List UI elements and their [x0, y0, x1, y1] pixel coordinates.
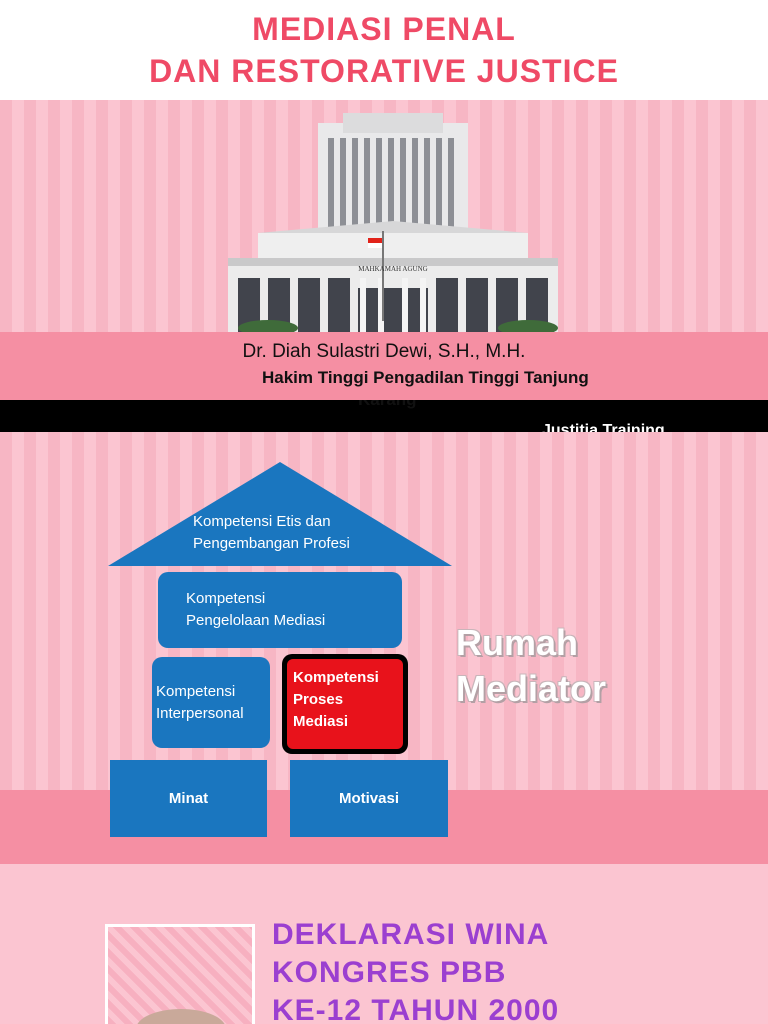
- box-pengelolaan-line-1: Kompetensi: [186, 590, 266, 607]
- building-sign-text: MAHKAMAH AGUNG: [358, 265, 427, 273]
- author-band: [0, 332, 768, 400]
- title-line-2: DAN RESTORATIVE JUSTICE: [149, 53, 619, 89]
- box-proses-line-1: Kompetensi: [293, 669, 379, 686]
- author-name: Dr. Diah Sulastri Dewi, S.H., M.H.: [242, 341, 526, 362]
- title-line-1: MEDIASI PENAL: [252, 11, 516, 47]
- box-proses-line-3: Mediasi: [293, 713, 349, 730]
- roof-label: Kompetensi Etis dan Pengembangan Profesi: [193, 511, 433, 555]
- box-pengelolaan-mediasi: Kompetensi Pengelolaan Mediasi: [158, 572, 402, 648]
- footer-text: Justitia Training: [542, 422, 665, 432]
- box-proses-inner: Kompetensi Proses Mediasi: [287, 659, 403, 749]
- box-proses-line-2: Proses: [293, 691, 344, 708]
- deklarasi-line-3: KE-12 TAHUN 2000: [272, 994, 560, 1024]
- roof-triangle: [108, 462, 452, 566]
- box-minat: Minat: [110, 760, 267, 837]
- author-role-continued: Karang: [358, 400, 417, 410]
- footer-bar: Karang Justitia Training: [0, 400, 768, 432]
- box-proses-mediasi: Kompetensi Proses Mediasi: [282, 654, 408, 754]
- box-motivasi: Motivasi: [290, 760, 448, 837]
- box-interpersonal: Kompetensi Interpersonal: [152, 657, 270, 748]
- photo-frame: [105, 924, 255, 1024]
- deklarasi-line-2: KONGRES PBB: [272, 956, 507, 989]
- box-pengelolaan-line-2: Pengelolaan Mediasi: [186, 612, 326, 629]
- deklarasi-line-1: DEKLARASI WINA: [272, 918, 550, 951]
- author-role: Hakim Tinggi Pengadilan Tinggi Tanjung: [262, 368, 589, 387]
- box-interpersonal-line-1: Kompetensi: [156, 683, 236, 700]
- box-interpersonal-line-2: Interpersonal: [156, 705, 244, 722]
- slide-deklarasi-wina: DEKLARASI WINA KONGRES PBB KE-12 TAHUN 2…: [0, 864, 768, 1024]
- slide-title: MEDIASI PENAL DAN RESTORATIVE JUSTICE: [0, 0, 768, 432]
- mahkamah-agung-building-image: MAHKAMAH AGUNG: [228, 113, 558, 333]
- slide-title-heading: MEDIASI PENAL DAN RESTORATIVE JUSTICE: [0, 8, 768, 92]
- heading-mediator: Mediator: [456, 668, 607, 709]
- roof-label-line-1: Kompetensi Etis dan: [193, 513, 331, 530]
- roof-label-line-2: Pengembangan Profesi: [193, 535, 350, 552]
- heading-rumah: Rumah: [456, 622, 579, 663]
- slide-rumah-mediator: Kompetensi Etis dan Pengembangan Profesi…: [0, 432, 768, 864]
- portrait-photo: [136, 1009, 226, 1024]
